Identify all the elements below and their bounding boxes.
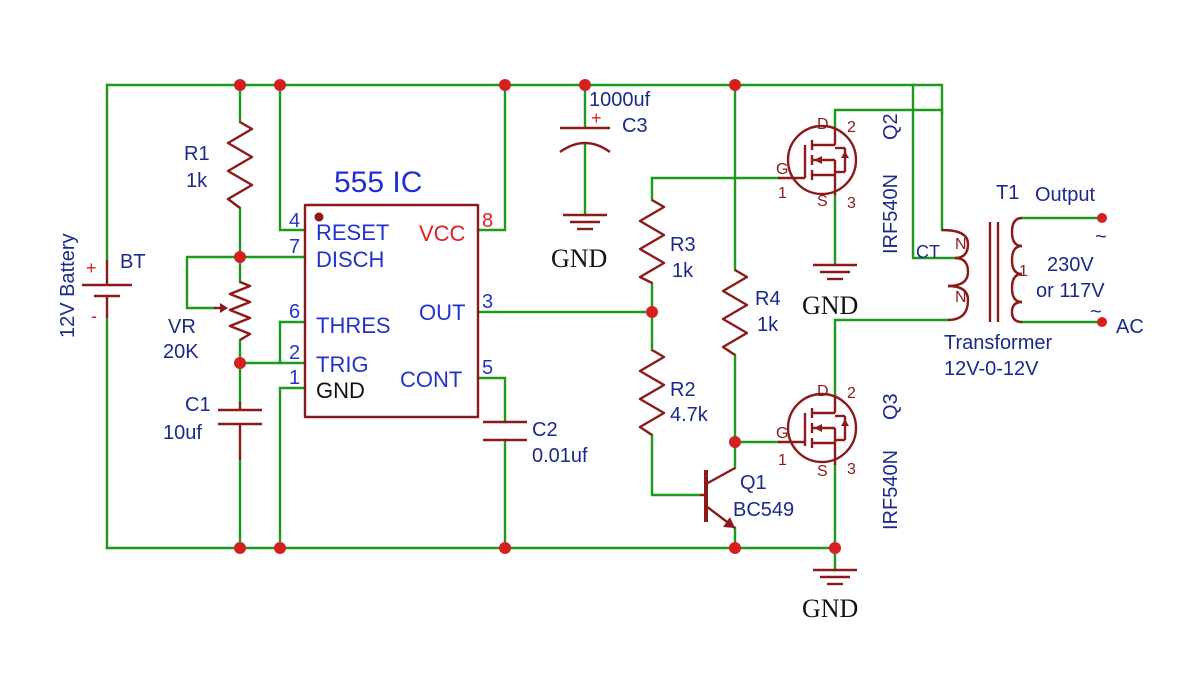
transformer-n-bottom: N: [955, 289, 967, 306]
pin-2-number: 2: [289, 342, 300, 364]
potentiometer-vr: VR 20K: [163, 280, 252, 363]
transformer-t1: N N 1 CT T1 Transformer 12V-0-12V: [916, 182, 1053, 380]
q2-pin-s: S: [817, 193, 828, 210]
q3-ref: Q3: [880, 393, 902, 420]
ic-title: 555 IC: [334, 166, 422, 199]
c2-ref: C2: [532, 419, 558, 441]
output-label: Output: [1035, 184, 1095, 206]
r2-value: 4.7k: [670, 404, 709, 426]
battery-label: 12V Battery: [57, 233, 79, 338]
r3-value: 1k: [672, 260, 694, 282]
resistor-r3: R3 1k: [638, 198, 696, 285]
pin-6-number: 6: [289, 301, 300, 323]
q2-num-1: 1: [778, 185, 787, 202]
battery-ref: BT: [120, 251, 146, 273]
vr-value: 20K: [163, 341, 199, 363]
q3-num-3: 3: [847, 461, 856, 478]
ground-symbol-q3: GND: [802, 568, 858, 623]
c1-ref: C1: [185, 394, 211, 416]
junction-dots: [234, 79, 1107, 554]
capacitor-c1: C1 10uf: [163, 394, 262, 460]
q3-pin-s: S: [817, 463, 828, 480]
q1-ref: Q1: [740, 472, 767, 494]
ic-555: 555 IC 4 7 6 2 1 8 3 5 RESET DISCH THRES…: [289, 166, 493, 419]
pin-gnd-name: GND: [316, 378, 365, 403]
r1-ref: R1: [184, 143, 210, 165]
transformer-ref: T1: [996, 182, 1019, 204]
gnd-label-q3: GND: [802, 594, 858, 623]
vr-ref: VR: [168, 316, 196, 338]
pin-4-number: 4: [289, 210, 300, 232]
transformer-n-top: N: [955, 236, 967, 253]
transformer-ct: CT: [916, 242, 940, 262]
r3-ref: R3: [670, 234, 696, 256]
gnd-label-q2: GND: [802, 291, 858, 320]
resistor-r4: R4 1k: [721, 268, 781, 356]
pin-5-number: 5: [482, 357, 493, 379]
q3-pin-g: G: [776, 425, 788, 442]
pin-8-number: 8: [482, 210, 493, 232]
c3-plus-sign: +: [591, 108, 602, 128]
pin-disch-name: DISCH: [316, 247, 384, 272]
q3-num-1: 1: [778, 452, 787, 469]
wires: [105, 83, 1104, 572]
gnd-label-c3: GND: [551, 244, 607, 273]
output-voltage-2: or 117V: [1036, 280, 1105, 302]
mosfet-q3: G D S 1 2 3 IRF540N Q3: [776, 383, 902, 530]
q2-num-3: 3: [847, 195, 856, 212]
pin-1-number: 1: [289, 367, 300, 389]
c1-value: 10uf: [163, 422, 202, 444]
q3-part-number: IRF540N: [880, 450, 902, 530]
r1-value: 1k: [186, 170, 208, 192]
q2-ref: Q2: [880, 113, 902, 140]
resistor-r2: R2 4.7k: [638, 348, 709, 436]
output-ac-label: AC: [1116, 316, 1144, 338]
c3-value: 1000uf: [589, 89, 651, 111]
output-tilde-bottom: ~: [1090, 301, 1102, 323]
pin-7-number: 7: [289, 236, 300, 258]
q3-pin-d: D: [817, 383, 829, 400]
transformer-secondary-pin: 1: [1019, 263, 1028, 280]
q3-num-2: 2: [847, 385, 856, 402]
capacitor-c2: C2 0.01uf: [483, 419, 588, 467]
output-labels: Output ~ 230V or 117V ~ AC: [1035, 184, 1144, 338]
battery-bt: + - BT 12V Battery: [57, 233, 146, 338]
pin-3-number: 3: [482, 291, 493, 313]
q2-pin-d: D: [817, 116, 829, 133]
q2-pin-g: G: [776, 161, 788, 178]
output-voltage-1: 230V: [1047, 254, 1094, 276]
transformer-caption-1: Transformer: [944, 332, 1053, 354]
pin-out-name: OUT: [419, 300, 465, 325]
resistor-r1: R1 1k: [184, 120, 254, 209]
r4-ref: R4: [755, 288, 781, 310]
battery-plus-sign: +: [86, 258, 97, 278]
pin-cont-name: CONT: [400, 367, 462, 392]
r2-ref: R2: [670, 379, 696, 401]
ground-symbol-c3: GND: [551, 213, 607, 273]
r4-value: 1k: [757, 314, 779, 336]
transformer-caption-2: 12V-0-12V: [944, 358, 1039, 380]
q2-part-number: IRF540N: [880, 174, 902, 254]
c3-ref: C3: [622, 115, 648, 137]
pin-trig-name: TRIG: [316, 352, 369, 377]
pin-vcc-name: VCC: [419, 221, 466, 246]
battery-minus-sign: -: [91, 306, 97, 326]
ground-symbol-q2: GND: [802, 263, 858, 320]
mosfet-q2: G D S 1 2 3 IRF540N Q2: [776, 113, 902, 254]
transistor-q1: Q1 BC549: [700, 466, 794, 529]
c2-value: 0.01uf: [532, 445, 588, 467]
capacitor-c3: + 1000uf C3: [559, 89, 651, 153]
pin-reset-name: RESET: [316, 220, 389, 245]
output-tilde-top: ~: [1095, 226, 1107, 248]
pin-thres-name: THRES: [316, 313, 391, 338]
q2-num-2: 2: [847, 119, 856, 136]
q1-value: BC549: [733, 499, 794, 521]
